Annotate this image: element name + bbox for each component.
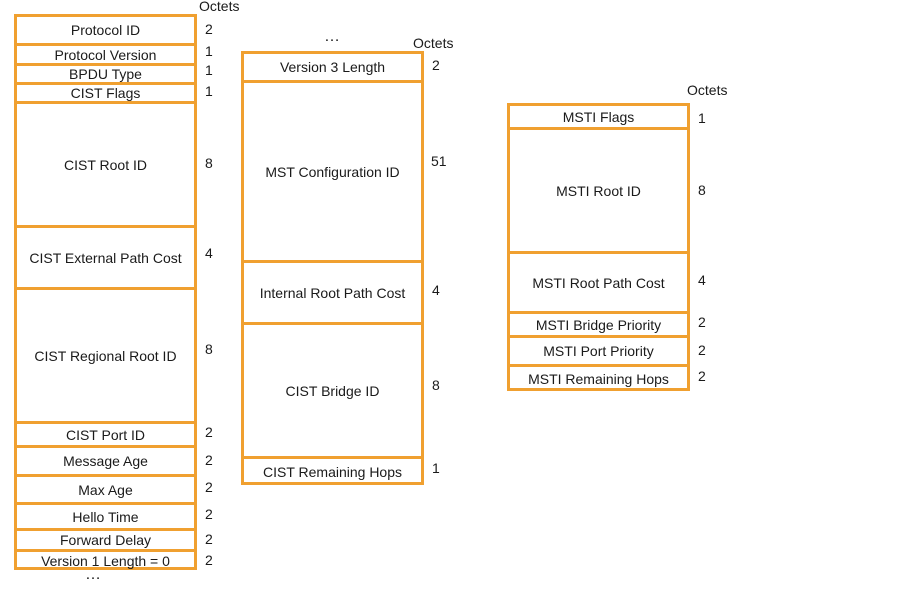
field-internal-root-path-cost: Internal Root Path Cost — [244, 263, 421, 325]
octets-bpdu-type: 1 — [205, 62, 213, 78]
field-cist-regional-root-id: CIST Regional Root ID — [17, 290, 194, 424]
octets-cist-external-path-cost: 4 — [205, 245, 213, 261]
field-msti-root-id: MSTI Root ID — [510, 130, 687, 254]
octets-internal-root-path-cost: 4 — [432, 282, 440, 298]
octets-max-age: 2 — [205, 479, 213, 495]
msti-field-table: MSTI Flags MSTI Root ID MSTI Root Path C… — [507, 103, 690, 391]
octets-cist-bridge-id: 8 — [432, 377, 440, 393]
octets-mst-configuration-id: 51 — [431, 153, 447, 169]
mst-field-table: Version 3 Length MST Configuration ID In… — [241, 51, 424, 485]
octets-protocol-version: 1 — [205, 43, 213, 59]
field-bpdu-type: BPDU Type — [17, 66, 194, 85]
field-version-3-length: Version 3 Length — [244, 54, 421, 83]
octets-cist-flags: 1 — [205, 83, 213, 99]
field-max-age: Max Age — [17, 477, 194, 505]
field-msti-root-path-cost: MSTI Root Path Cost — [510, 254, 687, 314]
field-cist-port-id: CIST Port ID — [17, 424, 194, 448]
field-version-1-length: Version 1 Length = 0 — [41, 553, 170, 569]
field-cist-root-id: CIST Root ID — [17, 104, 194, 228]
octets-msti-root-path-cost: 4 — [698, 272, 706, 288]
octets-cist-port-id: 2 — [205, 424, 213, 440]
mst-octets-header: Octets — [413, 35, 454, 51]
field-message-age: Message Age — [17, 448, 194, 477]
field-cist-flags: CIST Flags — [17, 85, 194, 104]
bpdu-octets-header: Octets — [199, 0, 240, 14]
octets-version-3-length: 2 — [432, 57, 440, 73]
octets-msti-port-priority: 2 — [698, 342, 706, 358]
mst-continuation-ellipsis: … — [324, 28, 341, 45]
bpdu-field-table: Protocol ID Protocol Version BPDU Type C… — [14, 14, 197, 570]
octets-cist-root-id: 8 — [205, 155, 213, 171]
field-msti-remaining-hops: MSTI Remaining Hops — [528, 371, 669, 387]
field-cist-external-path-cost: CIST External Path Cost — [17, 228, 194, 290]
field-protocol-version: Protocol Version — [17, 46, 194, 66]
field-forward-delay: Forward Delay — [17, 531, 194, 552]
octets-msti-flags: 1 — [698, 110, 706, 126]
field-msti-flags: MSTI Flags — [510, 106, 687, 130]
octets-cist-regional-root-id: 8 — [205, 341, 213, 357]
octets-message-age: 2 — [205, 452, 213, 468]
octets-version-1-length: 2 — [205, 552, 213, 568]
bpdu-continuation-ellipsis: … — [85, 566, 102, 583]
octets-cist-remaining-hops: 1 — [432, 460, 440, 476]
octets-msti-remaining-hops: 2 — [698, 368, 706, 384]
field-protocol-id: Protocol ID — [17, 17, 194, 46]
field-cist-remaining-hops: CIST Remaining Hops — [262, 464, 403, 480]
octets-msti-root-id: 8 — [698, 182, 706, 198]
octets-forward-delay: 2 — [205, 531, 213, 547]
field-msti-bridge-priority: MSTI Bridge Priority — [510, 314, 687, 338]
field-hello-time: Hello Time — [17, 505, 194, 531]
field-mst-configuration-id: MST Configuration ID — [244, 83, 421, 263]
msti-octets-header: Octets — [687, 82, 728, 98]
field-cist-bridge-id: CIST Bridge ID — [244, 325, 421, 459]
octets-msti-bridge-priority: 2 — [698, 314, 706, 330]
octets-protocol-id: 2 — [205, 21, 213, 37]
octets-hello-time: 2 — [205, 506, 213, 522]
field-msti-port-priority: MSTI Port Priority — [510, 338, 687, 367]
